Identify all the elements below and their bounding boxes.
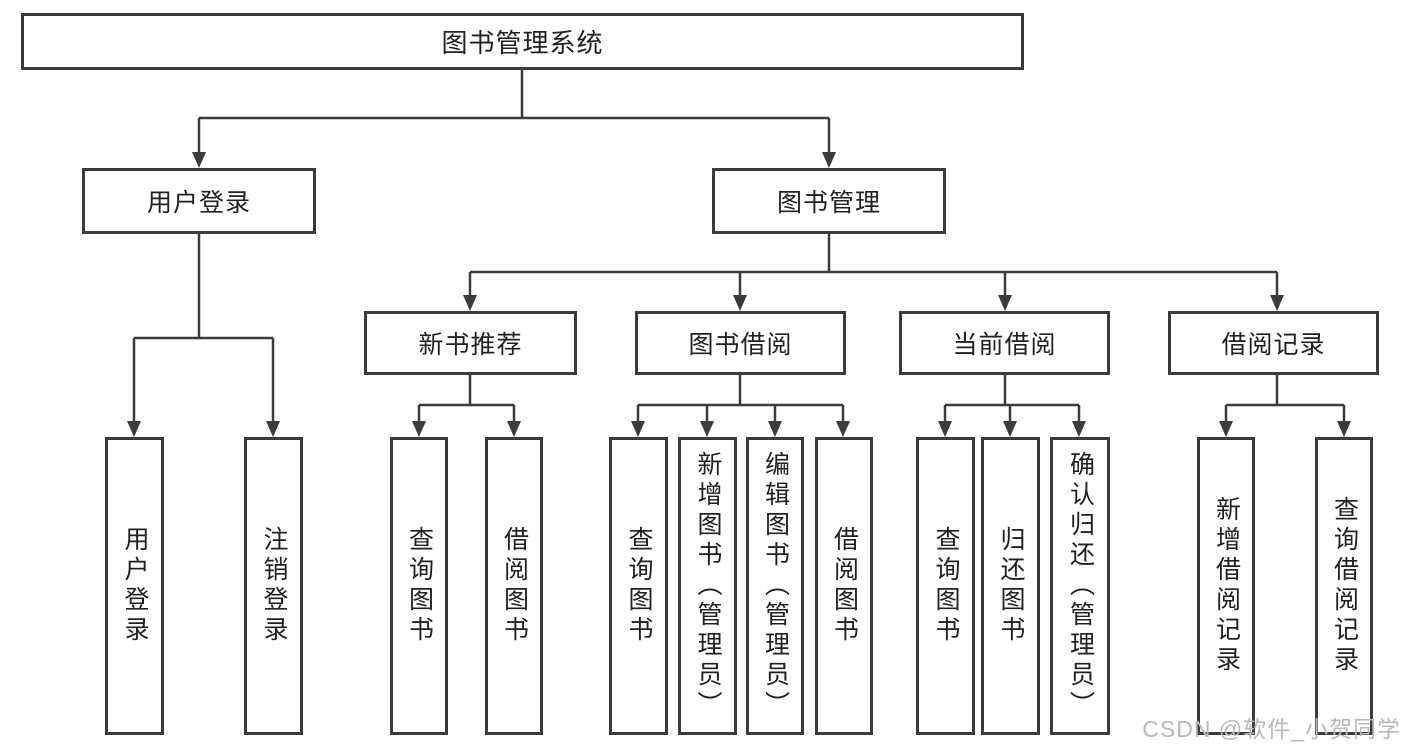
connector-borrowing-records-to-leaves — [1219, 375, 1351, 437]
arrowhead — [1219, 421, 1233, 437]
arrowhead — [938, 421, 952, 437]
arrowhead — [463, 295, 477, 311]
leaf-nb-borrow-books: 借阅图书 — [485, 437, 543, 735]
node-borrowing-records-label: 借阅记录 — [1221, 331, 1326, 359]
leaf-bw-borrow-books: 借阅图书 — [815, 437, 873, 735]
node-user-login: 用户登录 — [82, 168, 316, 234]
arrowhead — [507, 421, 521, 437]
leaf-cb-query-books: 查询图书 — [916, 437, 975, 735]
leaf-cb-return-books: 归还图书 — [981, 437, 1040, 735]
arrowhead — [1337, 421, 1351, 437]
leaf-user-login-label: 用户登录 — [121, 526, 149, 646]
leaf-bw-add-books-admin: 新增图书（管理员） — [678, 437, 737, 735]
csdn-watermark: CSDN @软件_小贺同学 — [1142, 716, 1401, 742]
arrowhead — [192, 152, 206, 168]
arrowhead — [1072, 421, 1086, 437]
leaf-nb-query-books: 查询图书 — [390, 437, 448, 735]
connector-book-management-to-level3 — [463, 234, 1284, 311]
node-library-system: 图书管理系统 — [21, 13, 1024, 70]
leaf-cb-query-books-label: 查询图书 — [932, 526, 960, 646]
node-current-borrowing: 当前借阅 — [899, 311, 1110, 375]
leaf-bw-query-books-label: 查询图书 — [625, 526, 653, 646]
node-book-borrowing: 图书借阅 — [635, 311, 846, 375]
leaf-br-add-record: 新增借阅记录 — [1197, 437, 1255, 735]
connector-current-borrowing-to-leaves — [938, 375, 1086, 437]
node-current-borrowing-label: 当前借阅 — [952, 331, 1057, 359]
node-book-management: 图书管理 — [712, 168, 946, 234]
leaf-bw-edit-books-admin-label: 编辑图书（管理员） — [761, 451, 790, 721]
node-book-borrowing-label: 图书借阅 — [688, 331, 793, 359]
arrowhead — [412, 421, 426, 437]
node-new-book-recommend-label: 新书推荐 — [418, 331, 523, 359]
arrowhead — [1270, 295, 1284, 311]
leaf-user-login: 用户登录 — [105, 437, 164, 735]
node-library-system-label: 图书管理系统 — [441, 28, 604, 58]
leaf-cb-return-books-label: 归还图书 — [997, 526, 1025, 646]
arrowhead — [266, 421, 280, 437]
arrowhead — [1003, 421, 1017, 437]
leaf-nb-borrow-books-label: 借阅图书 — [500, 526, 529, 646]
arrowhead — [768, 421, 782, 437]
leaf-cb-confirm-return-admin: 确认归还（管理员） — [1050, 437, 1110, 735]
arrowhead — [733, 295, 747, 311]
node-user-login-label: 用户登录 — [146, 189, 251, 217]
arrowhead — [631, 421, 645, 437]
arrowhead — [998, 295, 1012, 311]
leaf-br-query-record: 查询借阅记录 — [1315, 437, 1373, 735]
connector-root-to-level2 — [192, 69, 836, 168]
connector-user-login-to-leaves — [127, 234, 280, 437]
leaf-nb-query-books-label: 查询图书 — [405, 526, 434, 646]
leaf-bw-borrow-books-label: 借阅图书 — [830, 526, 859, 646]
leaf-br-add-record-label: 新增借阅记录 — [1212, 496, 1241, 676]
node-new-book-recommend: 新书推荐 — [364, 311, 577, 375]
connector-new-book-recommend-to-leaves — [412, 375, 521, 437]
connector-book-borrowing-to-leaves — [631, 375, 850, 437]
leaf-logout-label: 注销登录 — [260, 526, 288, 646]
arrowhead — [700, 421, 714, 437]
node-book-management-label: 图书管理 — [776, 189, 881, 217]
arrowhead — [127, 421, 141, 437]
leaf-logout: 注销登录 — [244, 437, 303, 735]
node-borrowing-records: 借阅记录 — [1168, 311, 1379, 375]
leaf-bw-add-books-admin-label: 新增图书（管理员） — [694, 451, 722, 721]
arrowhead — [836, 421, 850, 437]
leaf-bw-query-books: 查询图书 — [609, 437, 668, 735]
leaf-bw-edit-books-admin: 编辑图书（管理员） — [746, 437, 804, 735]
arrowhead — [822, 152, 836, 168]
leaf-cb-confirm-return-admin-label: 确认归还（管理员） — [1066, 451, 1095, 721]
leaf-br-query-record-label: 查询借阅记录 — [1330, 496, 1359, 676]
